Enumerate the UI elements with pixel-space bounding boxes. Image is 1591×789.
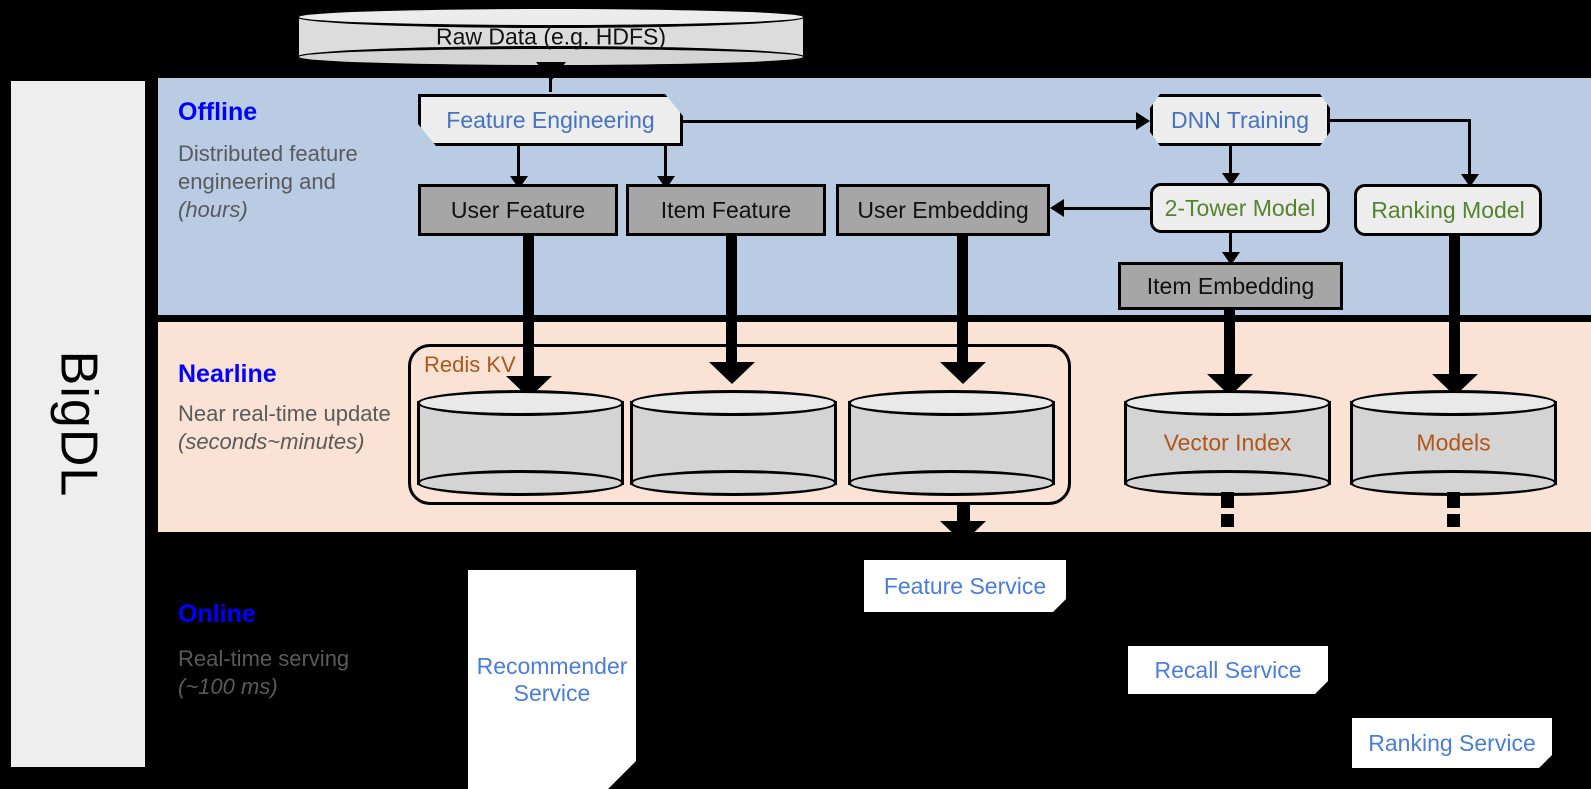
dash-segment-models-1 [1447, 492, 1460, 508]
bigdl-sidebar: BigDL [8, 78, 148, 770]
node-user-feature[interactable]: User Feature [418, 184, 618, 236]
node-item-embedding[interactable]: Item Embedding [1118, 262, 1343, 310]
arrowhead-2tower-userembedding [1050, 199, 1064, 217]
node-2tower-model[interactable]: 2-Tower Model [1150, 183, 1330, 233]
recall-service-label: Recall Service [1154, 656, 1302, 683]
recommender-service-label: Recommender Service [476, 652, 628, 706]
nearline-desc-text: Near real-time update [178, 401, 391, 426]
cylinder-bottom [417, 470, 624, 496]
connector-dnn-2tower [1229, 146, 1232, 178]
band-title-online: Online [178, 600, 256, 628]
online-desc-text: Real-time serving [178, 646, 350, 671]
node-feature-engineering[interactable]: Feature Engineering [418, 94, 683, 146]
connector-2tower-itememb [1229, 233, 1232, 263]
models-label: Models [1416, 429, 1491, 456]
node-recall-service[interactable]: Recall Service [1128, 646, 1328, 694]
node-recommender-service[interactable]: Recommender Service [468, 570, 636, 789]
connector-dnn-ranking-v [1468, 119, 1471, 179]
band-description-online: Real-time serving (~100 ms) [178, 645, 393, 701]
arrowhead-fe-dnn [1136, 112, 1150, 130]
band-description-offline: Distributed feature engineering and (hou… [178, 140, 393, 224]
dnn-training-label: DNN Training [1170, 106, 1310, 133]
online-desc-italic: (~100 ms) [178, 673, 278, 699]
ranking-service-label: Ranking Service [1368, 729, 1536, 756]
raw-data-label: Raw Data (e.g. HDFS) [435, 23, 667, 50]
cylinder-top [417, 390, 624, 416]
store-vector-index[interactable]: Vector Index [1124, 390, 1331, 496]
cylinder-top [630, 390, 837, 416]
connector-rankingmodel-models [1449, 234, 1460, 380]
arrowhead-dnn-ranking [1461, 174, 1479, 187]
cylinder-top [848, 390, 1055, 416]
cylinder-bottom [630, 470, 837, 496]
user-feature-label: User Feature [450, 196, 586, 223]
node-user-embedding[interactable]: User Embedding [836, 184, 1050, 236]
cylinder-top [296, 6, 806, 28]
connector-fe-dnn [683, 120, 1140, 123]
store-models[interactable]: Models [1350, 390, 1557, 496]
offline-desc-italic: (hours) [178, 196, 248, 222]
feature-service-label: Feature Service [883, 572, 1047, 599]
node-feature-service[interactable]: Feature Service [864, 560, 1066, 612]
2tower-model-label: 2-Tower Model [1164, 194, 1316, 221]
store-item-feature[interactable] [630, 390, 837, 496]
dash-segment-redis-featureservice [957, 505, 970, 521]
cylinder-top [1124, 390, 1331, 416]
connector-fe-itemfeature [664, 146, 667, 181]
node-dnn-training[interactable]: DNN Training [1150, 94, 1330, 146]
dash-segment-models-2 [1447, 514, 1460, 527]
arrowhead-2tower-itememb [1222, 252, 1240, 265]
arrowhead-itemfeature-store [709, 362, 755, 384]
cylinder-top [1350, 390, 1557, 416]
node-ranking-service[interactable]: Ranking Service [1352, 718, 1552, 768]
arrowhead-rawdata-fe [536, 62, 566, 81]
user-embedding-label: User Embedding [857, 196, 1029, 223]
item-feature-label: Item Feature [660, 196, 792, 223]
band-description-nearline: Near real-time update (seconds~minutes) [178, 400, 393, 456]
connector-dnn-ranking-h [1330, 119, 1471, 122]
band-title-offline: Offline [178, 98, 258, 126]
connector-userfeature-store [523, 234, 534, 382]
offline-desc-text: Distributed feature engineering and [178, 141, 358, 194]
redis-kv-label: Redis KV [424, 352, 516, 377]
cylinder-bottom [848, 470, 1055, 496]
connector-itemfeature-store [726, 234, 737, 368]
nearline-desc-italic: (seconds~minutes) [178, 428, 365, 454]
store-user-embedding[interactable] [848, 390, 1055, 496]
bigdl-label: BigDL [49, 350, 108, 498]
node-ranking-model[interactable]: Ranking Model [1354, 184, 1542, 236]
band-title-nearline: Nearline [178, 360, 277, 388]
connector-fe-userfeature [517, 146, 520, 181]
arrowhead-redis-featureservice [940, 521, 986, 543]
arrowhead-userembedding-store [940, 362, 986, 384]
vector-index-label: Vector Index [1163, 429, 1292, 456]
dash-segment-vectorindex-2 [1221, 514, 1234, 527]
raw-data-store: Raw Data (e.g. HDFS) [296, 6, 806, 68]
dash-segment-vectorindex-1 [1221, 492, 1234, 508]
item-embedding-label: Item Embedding [1146, 272, 1315, 299]
connector-2tower-userembedding [1064, 207, 1152, 210]
store-user-feature[interactable] [417, 390, 624, 496]
connector-itememb-vectorindex [1224, 308, 1235, 380]
connector-userembedding-store [957, 234, 968, 368]
feature-engineering-label: Feature Engineering [446, 106, 655, 133]
node-item-feature[interactable]: Item Feature [626, 184, 826, 236]
ranking-model-label: Ranking Model [1371, 196, 1525, 223]
arrowhead-dnn-2tower [1222, 173, 1240, 186]
redis-kv-group [408, 344, 1071, 505]
